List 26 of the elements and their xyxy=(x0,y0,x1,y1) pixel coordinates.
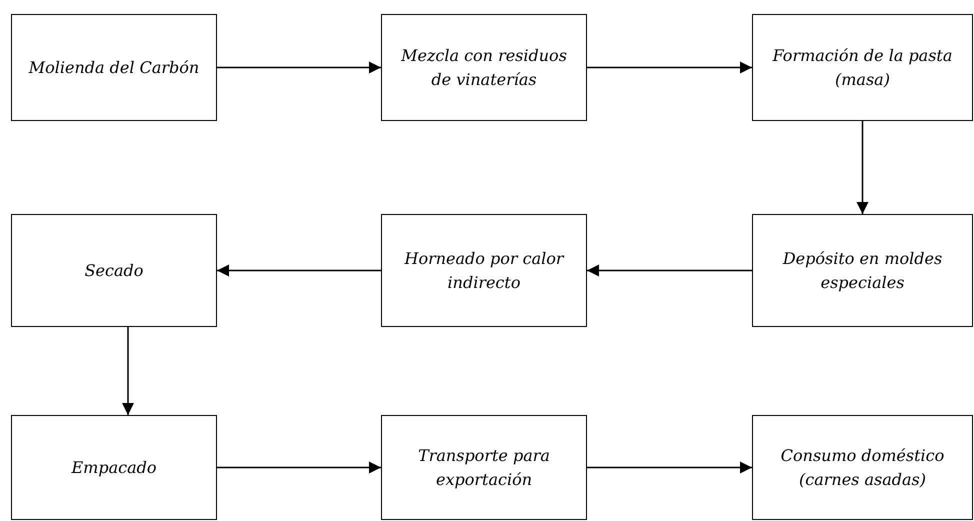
step-label: Mezcla con residuos de vinaterías xyxy=(400,45,568,90)
arrow xyxy=(587,462,752,474)
step-label: Molienda del Carbón xyxy=(28,56,200,79)
step-label: Transporte para exportación xyxy=(417,445,551,490)
arrow xyxy=(587,264,752,276)
arrow xyxy=(587,62,752,74)
process-box xyxy=(381,14,587,121)
process-box xyxy=(11,415,217,520)
arrow xyxy=(856,121,868,214)
step-label: Empacado xyxy=(71,456,156,479)
arrow xyxy=(217,462,381,474)
process-box xyxy=(752,415,973,520)
process-box xyxy=(381,214,587,327)
step-label: Depósito en moldes especiales xyxy=(782,248,944,294)
arrow xyxy=(217,264,381,276)
process-box xyxy=(381,415,587,520)
arrow xyxy=(217,62,381,74)
process-box xyxy=(752,14,973,121)
step-label: Horneado por calor indirecto xyxy=(403,248,566,294)
arrow xyxy=(122,327,134,415)
process-box xyxy=(11,14,217,121)
process-box xyxy=(752,214,973,327)
step-label: Consumo doméstico (carnes asadas) xyxy=(780,445,946,490)
process-box xyxy=(11,214,217,327)
step-label: Secado xyxy=(84,260,144,282)
step-label: Formación de la pasta (masa) xyxy=(772,45,954,90)
